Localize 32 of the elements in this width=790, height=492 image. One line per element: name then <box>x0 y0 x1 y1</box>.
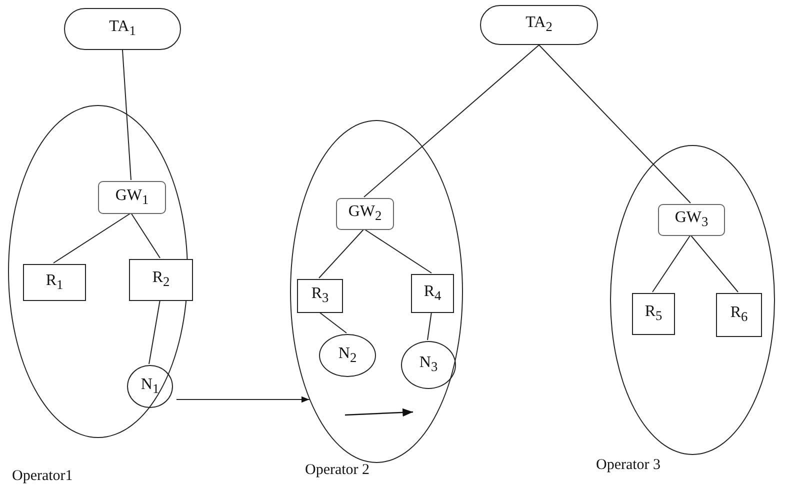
gateway-box: GW$_{2}$ <box>336 198 394 230</box>
node-ellipse: N$_{2}$ <box>319 334 376 377</box>
connector-line <box>130 212 160 258</box>
router-box: R$_{1}$ <box>23 264 86 301</box>
operator-label: Operator 2 <box>305 462 370 479</box>
operator-ellipse <box>610 145 775 455</box>
connector-line <box>364 228 432 274</box>
router-box: R$_{3}$ <box>297 279 343 313</box>
router-box: R$_{2}$ <box>129 259 193 301</box>
arrow <box>176 396 310 403</box>
operator-label: Operator1 <box>12 468 73 485</box>
connector-line <box>427 312 432 340</box>
connector-line <box>538 44 691 204</box>
operator-label: Operator 3 <box>596 457 661 474</box>
connector-line <box>148 300 160 364</box>
connector-line <box>318 312 347 334</box>
node-ellipse: N$_{1}$ <box>127 365 173 408</box>
node-ellipse: N$_{3}$ <box>401 341 456 389</box>
connector-line <box>53 212 132 264</box>
terminal-node: TA$_{1}$ <box>64 8 181 50</box>
gateway-box: GW$_{3}$ <box>658 204 725 236</box>
router-box: R$_{5}$ <box>632 293 675 335</box>
router-box: R$_{4}$ <box>411 274 454 313</box>
operator-ellipse <box>290 120 463 463</box>
connector-line <box>652 234 691 292</box>
gateway-box: GW$_{1}$ <box>98 181 166 214</box>
connector-line <box>122 50 132 180</box>
connector-line <box>318 228 364 278</box>
terminal-node: TA$_{2}$ <box>480 5 598 45</box>
connector-line <box>690 234 738 292</box>
router-box: R$_{6}$ <box>716 293 762 337</box>
connector-line <box>364 44 540 198</box>
